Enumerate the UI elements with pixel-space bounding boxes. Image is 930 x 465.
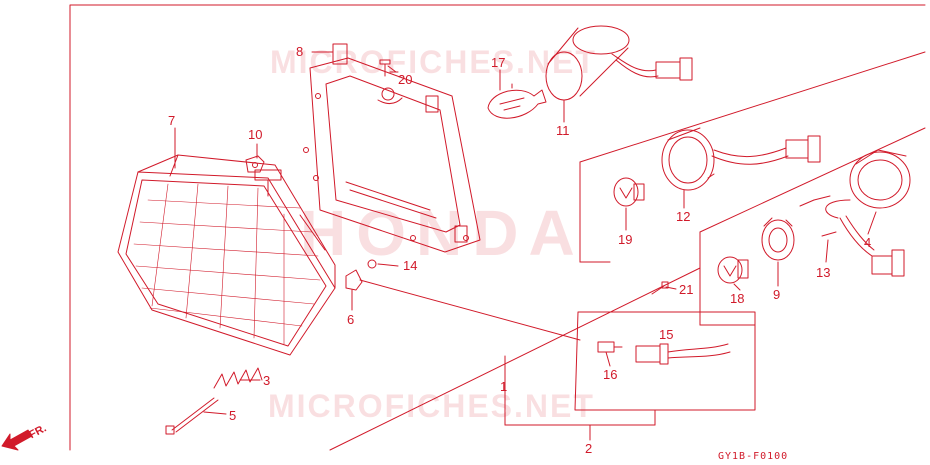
callout-2: 2 — [585, 441, 593, 456]
callout-6: 6 — [347, 312, 355, 327]
callout-15: 15 — [659, 327, 674, 342]
watermark-center: HONDA — [300, 197, 585, 269]
callout-9: 9 — [773, 287, 781, 302]
headlight-case — [303, 43, 481, 253]
callout-8: 8 — [296, 44, 304, 59]
callout-11: 11 — [556, 123, 570, 138]
socket-9 — [761, 217, 795, 261]
callout-1: 1 — [500, 379, 508, 394]
callout-3: 3 — [263, 373, 271, 388]
screw-5 — [165, 397, 219, 435]
callout-12: 12 — [676, 209, 691, 224]
spring-3 — [213, 367, 263, 389]
boundary-lines — [69, 4, 926, 451]
callout-14: 14 — [403, 258, 418, 273]
socket-15 — [635, 343, 731, 365]
diagram-code: GY1B-F0100 — [718, 451, 789, 462]
screw-21 — [651, 281, 669, 295]
socket-4 — [825, 149, 911, 277]
screw-20 — [379, 59, 399, 77]
watermark-top: MICROFICHES.NET — [270, 44, 597, 80]
bulb-19 — [613, 177, 645, 207]
callout-18: 18 — [730, 291, 745, 306]
bulb-18 — [717, 256, 749, 284]
front-arrow-icon — [1, 429, 33, 451]
callout-10: 10 — [248, 127, 263, 142]
bulb-17 — [487, 83, 547, 119]
wire-13 — [799, 195, 837, 237]
nut-14 — [367, 259, 377, 269]
bulb-16 — [597, 341, 623, 353]
callout-5: 5 — [229, 408, 237, 423]
watermark-bottom: MICROFICHES.NET — [268, 388, 595, 424]
callout-4: 4 — [864, 235, 872, 250]
leader-lines — [174, 51, 877, 415]
callout-16: 16 — [603, 367, 618, 382]
callout-20: 20 — [398, 72, 413, 87]
socket-12 — [661, 127, 821, 191]
callout-13: 13 — [816, 265, 831, 280]
headlight-unit — [117, 154, 336, 356]
socket-cover-11 — [545, 25, 693, 101]
nut-10 — [245, 155, 265, 173]
callout-19: 19 — [618, 232, 633, 247]
adjuster-6 — [345, 269, 363, 291]
callout-17: 17 — [491, 55, 506, 70]
callout-7: 7 — [168, 113, 176, 128]
callout-21: 21 — [679, 282, 694, 297]
